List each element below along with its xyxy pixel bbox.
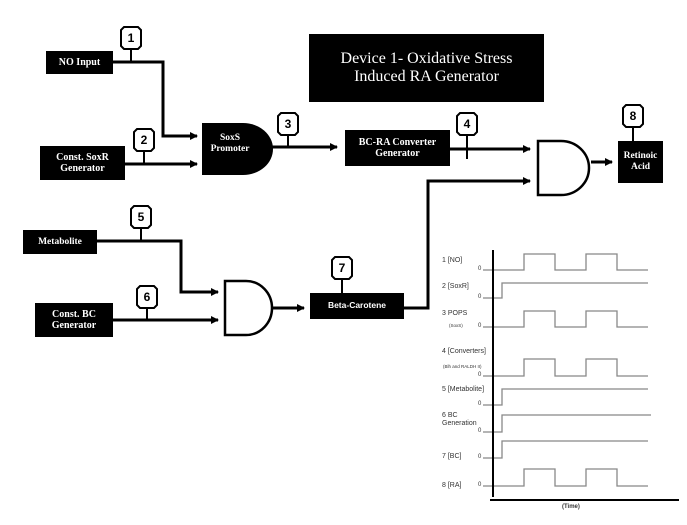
beta-carotene-label: Beta-Carotene <box>327 300 387 311</box>
zero-tick-label: 0 <box>478 401 482 407</box>
timing-trace-3 <box>483 310 648 328</box>
probe-tag-4: 4 <box>456 112 478 159</box>
title-text: Device 1- Oxidative Stress Induced RA Ge… <box>340 49 513 85</box>
probe-number: 3 <box>285 117 292 131</box>
probe-badge <box>456 112 478 136</box>
timing-signal-label: 5 [Metabolite] <box>442 386 485 393</box>
block-bc-generator: Const. BC Generator <box>35 303 113 337</box>
probe-badge <box>622 104 644 128</box>
timing-signal-sublabel: (SoxS) <box>449 323 463 328</box>
metabolite-label: Metabolite <box>38 236 82 247</box>
probe-number: 1 <box>128 31 135 45</box>
page-title: Device 1- Oxidative Stress Induced RA Ge… <box>309 34 544 102</box>
probe-tag-2: 2 <box>133 128 155 164</box>
probe-number: 5 <box>138 210 145 224</box>
probe-number: 2 <box>141 133 148 147</box>
retinoic-acid-label: Retinoic Acid <box>623 151 658 172</box>
timing-trace-5 <box>483 388 648 406</box>
timing-trace-2 <box>483 282 648 299</box>
probe-badge <box>133 128 155 152</box>
soxs-promoter-gate <box>202 123 273 175</box>
timing-signal-label: 2 [SoxR] <box>442 283 469 290</box>
timing-signal-label: 8 [RA] <box>442 482 462 489</box>
probe-badge <box>130 205 152 229</box>
bc-generator-label: Const. BC Generator <box>51 308 97 332</box>
probe-badge <box>120 26 142 50</box>
probe-number: 8 <box>630 109 637 123</box>
probe-tag-3: 3 <box>277 112 299 147</box>
timing-signal-label: 4 [Converters] <box>442 348 486 355</box>
zero-tick-label: 0 <box>478 266 482 272</box>
probe-number: 6 <box>144 290 151 304</box>
probe-tag-1: 1 <box>120 26 142 62</box>
probe-tag-6: 6 <box>136 285 158 320</box>
and-gate-ra <box>536 139 591 197</box>
block-metabolite: Metabolite <box>23 230 97 254</box>
timing-trace-1 <box>483 253 648 271</box>
probe-badge <box>136 285 158 309</box>
timing-signal-label: 3 POPS <box>442 310 468 317</box>
wire-metabolite-to-and <box>97 239 219 296</box>
soxs-promoter-label-wrap: SoxS Promoter <box>202 133 258 156</box>
bcra-converter-label: BC-RA Converter Generator <box>358 136 437 160</box>
wire-no-to-soxs <box>113 60 198 140</box>
timing-trace-6 <box>483 414 651 433</box>
wire-bc-to-and <box>404 177 531 310</box>
timing-trace-4 <box>483 358 648 377</box>
zero-tick-label: 0 <box>478 482 482 488</box>
probe-tag-7: 7 <box>331 256 353 293</box>
timing-signal-sublabel: (Blh and RALDH II) <box>443 364 482 369</box>
timing-trace-8 <box>483 468 648 487</box>
probe-tag-8: 8 <box>622 104 644 141</box>
timing-signal-label: 6 BC Generation <box>442 412 477 428</box>
block-no-input: NO Input <box>46 51 113 74</box>
soxr-generator-label: Const. SoxR Generator <box>56 151 109 175</box>
zero-tick-label: 0 <box>478 294 482 300</box>
zero-tick-label: 0 <box>478 372 482 378</box>
block-beta-carotene: Beta-Carotene <box>310 293 404 319</box>
zero-tick-label: 0 <box>478 428 482 434</box>
zero-tick-label: 0 <box>478 323 482 329</box>
no-input-label: NO Input <box>58 56 101 68</box>
and-gate-bc <box>223 279 274 337</box>
probe-tag-5: 5 <box>130 205 152 241</box>
time-axis-label: (Time) <box>562 504 580 510</box>
probe-number: 4 <box>464 117 471 131</box>
block-retinoic-acid: Retinoic Acid <box>618 141 663 183</box>
timing-trace-7 <box>483 440 648 459</box>
timing-signal-label: 1 [NO] <box>442 257 463 264</box>
probe-badge <box>331 256 353 280</box>
probe-number: 7 <box>339 261 346 275</box>
zero-tick-label: 0 <box>478 454 482 460</box>
block-bcra-converter: BC-RA Converter Generator <box>345 130 450 166</box>
probe-badge <box>277 112 299 136</box>
block-soxr-generator: Const. SoxR Generator <box>40 146 125 180</box>
soxs-promoter-label: SoxS Promoter <box>210 133 250 155</box>
timing-signal-label: 7 [BC] <box>442 453 462 460</box>
